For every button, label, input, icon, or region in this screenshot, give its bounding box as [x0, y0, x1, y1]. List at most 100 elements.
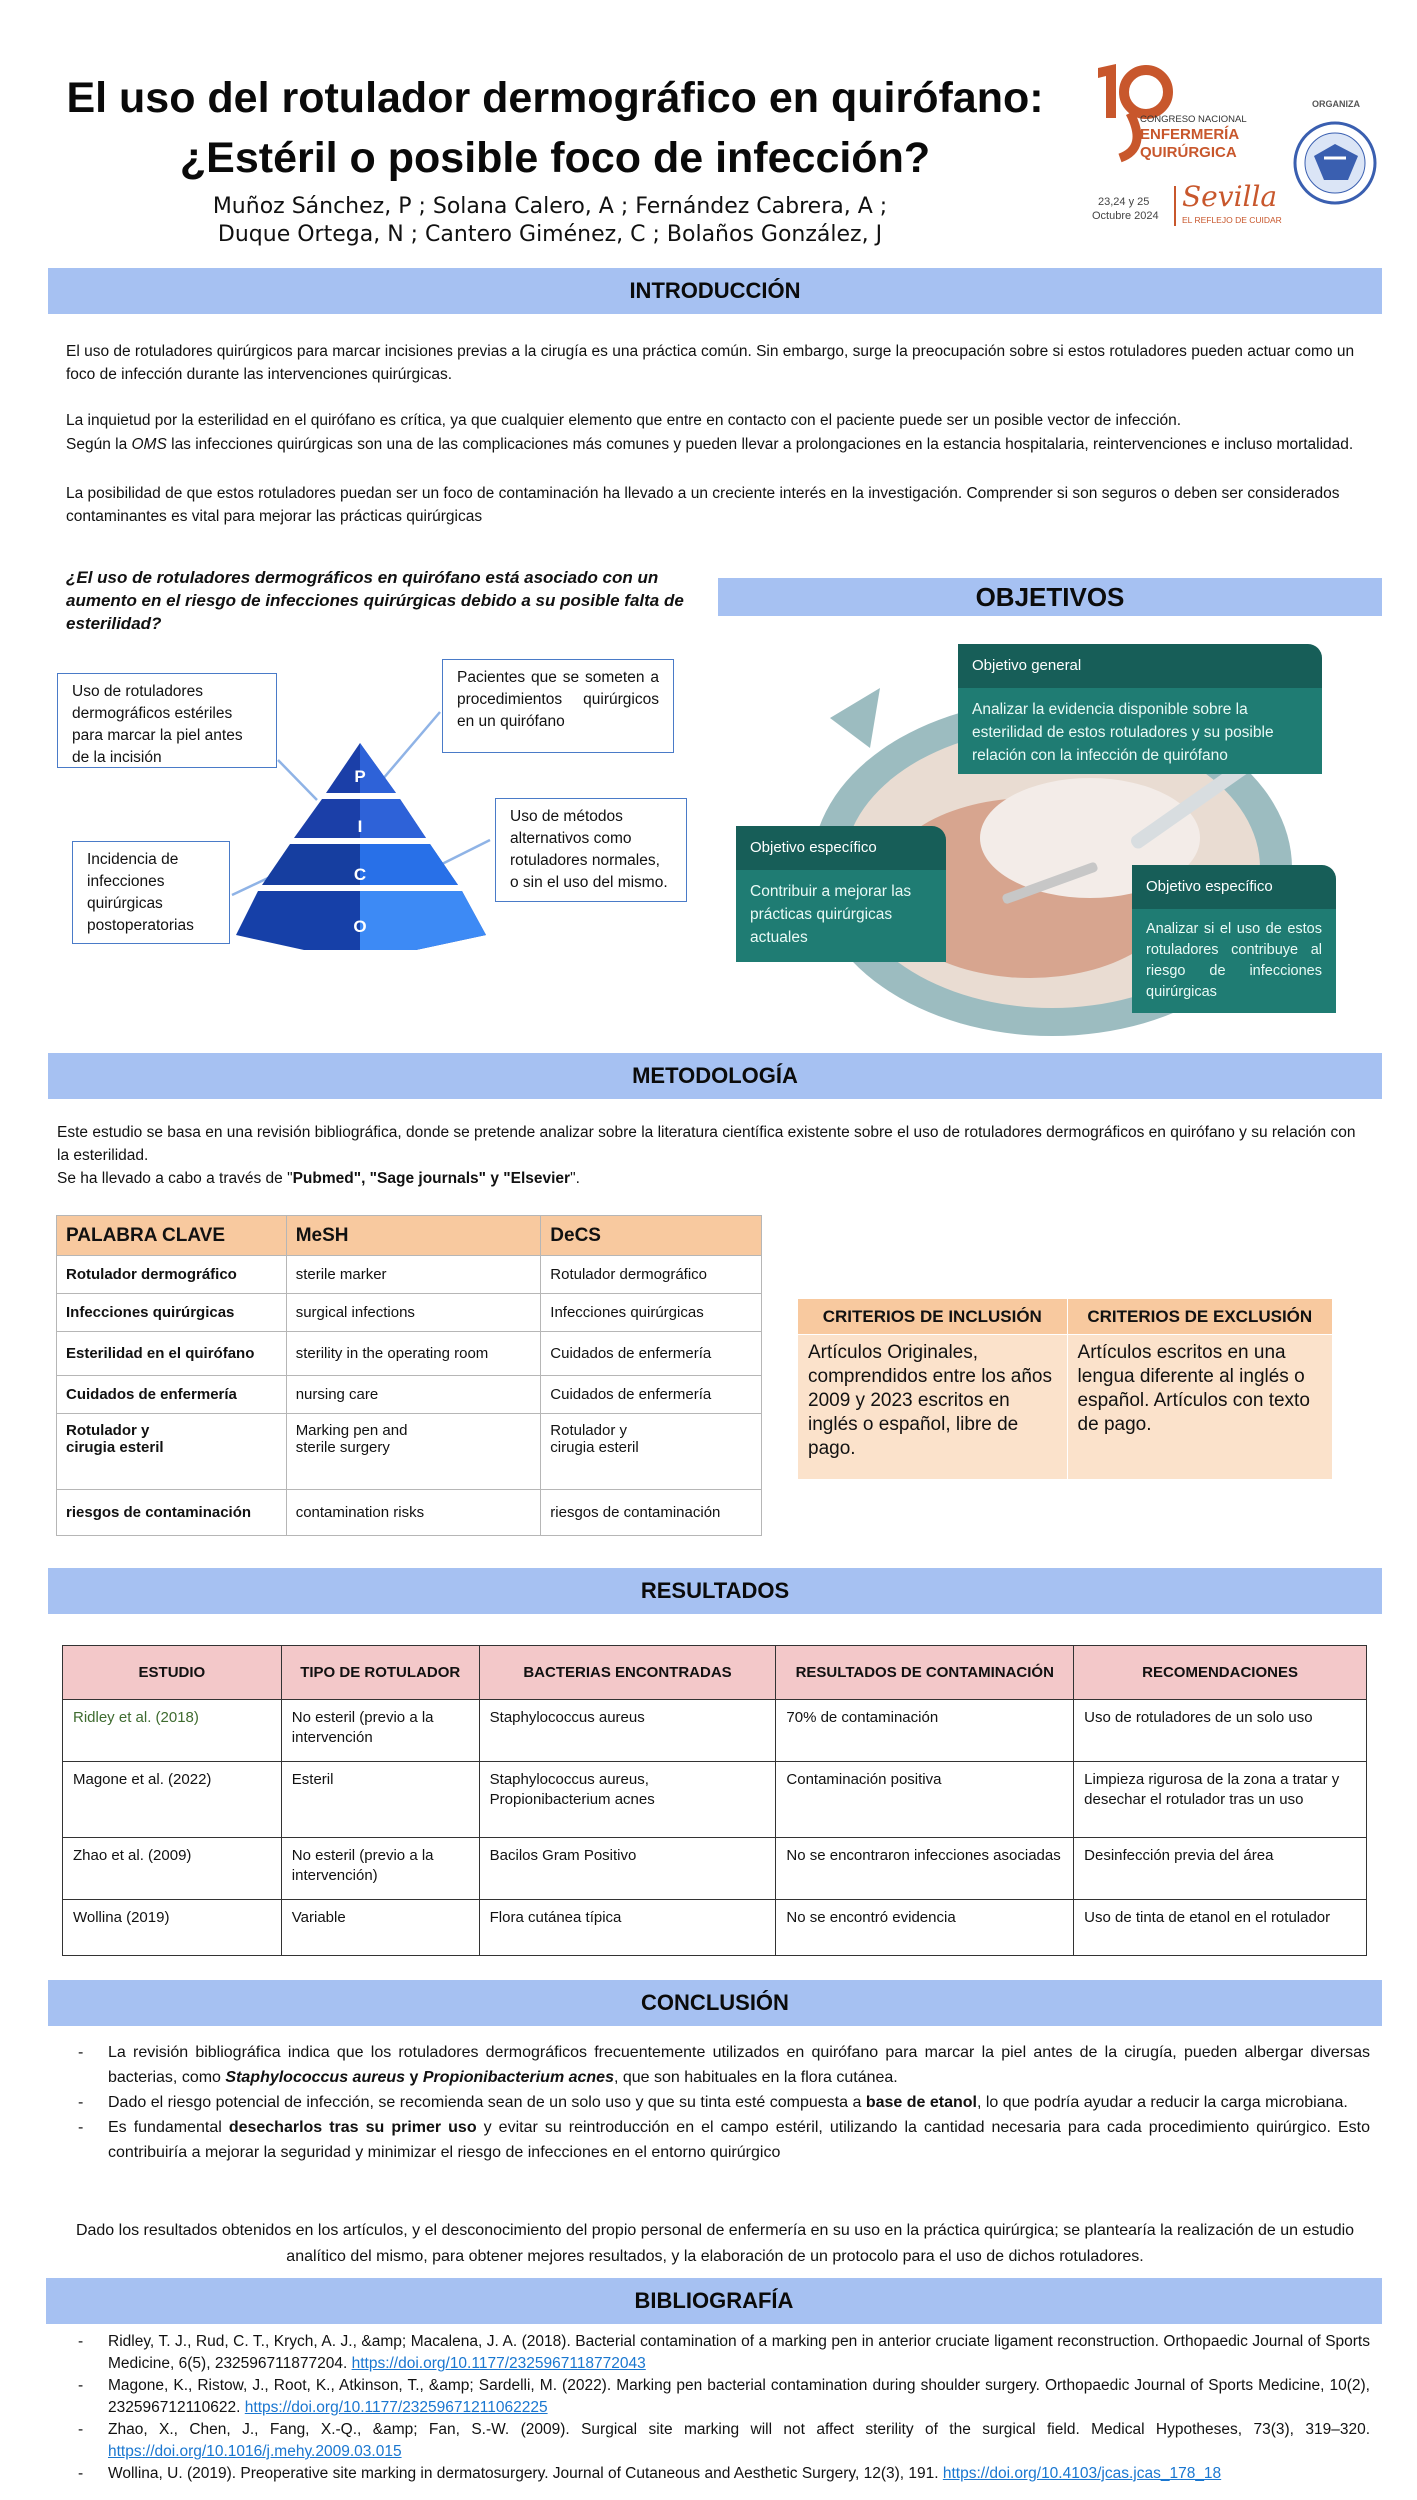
exclusion-criteria: Artículos escritos en una lengua diferen…: [1066, 1334, 1334, 1480]
table-row: Magone et al. (2022) Esteril Staphylococ…: [62, 1761, 1367, 1838]
objetivo-especifico-1-title: Objetivo específico: [736, 826, 946, 870]
objetivo-general-card: Objetivo general Analizar la evidencia d…: [958, 644, 1322, 774]
table-cell: Flora cutánea típica: [478, 1899, 777, 1956]
conclusion-b1-y: y: [405, 2069, 423, 2086]
table-row: Infecciones quirúrgicas surgical infecti…: [56, 1293, 762, 1332]
objetivo-general-text: Analizar la evidencia disponible sobre l…: [958, 688, 1322, 774]
table-cell: Esterilidad en el quirófano: [56, 1331, 287, 1376]
table-row: Zhao et al. (2009) No esteril (previo a …: [62, 1837, 1367, 1900]
objetivo-especifico-2-text: Analizar si el uso de estos rotuladores …: [1132, 909, 1336, 1013]
table-cell: Esteril: [280, 1761, 480, 1838]
congress-logo: CONGRESO NACIONAL ENFERMERÍA QUIRÚRGICA …: [1090, 58, 1290, 233]
logo-city: Sevilla: [1182, 180, 1278, 213]
title-line-2: ¿Estéril o posible foco de infección?: [179, 134, 931, 182]
congress-logo-graphic: [1098, 64, 1173, 163]
keywords-header-row: PALABRA CLAVE MeSH DeCS: [56, 1215, 762, 1256]
table-cell: Variable: [280, 1899, 480, 1956]
intro-text: El uso de rotuladores quirúrgicos para m…: [66, 340, 1356, 528]
authors: Muñoz Sánchez, P ; Solana Calero, A ; Fe…: [150, 193, 950, 249]
table-cell: Cuidados de enfermería: [540, 1375, 762, 1414]
criteria-table: CRITERIOS DE INCLUSIÓN CRITERIOS DE EXCL…: [797, 1298, 1334, 1480]
table-cell: Bacilos Gram Positivo: [478, 1837, 777, 1900]
conclusion-b1-propioni: Propionibacterium acnes: [422, 2069, 614, 2086]
reference-text: Magone, K., Ristow, J., Root, K., Atkins…: [108, 2377, 1370, 2416]
reference-text: Wollina, U. (2019). Preoperative site ma…: [108, 2465, 943, 2482]
metodologia-p2-c: ".: [570, 1170, 580, 1187]
table-cell: Zhao et al. (2009): [62, 1837, 282, 1900]
list-item: Dado el riesgo potencial de infección, s…: [66, 2090, 1370, 2115]
pico-o-box: Incidencia de infecciones quirúrgicas po…: [72, 841, 230, 944]
table-cell: Rotulador dermográfico: [56, 1255, 287, 1294]
table-cell: Contaminación positiva: [775, 1761, 1075, 1838]
metodologia-text: Este estudio se basa en una revisión bib…: [57, 1121, 1367, 1190]
reference-link[interactable]: https://doi.org/10.1177/2325967118772043: [351, 2355, 646, 2372]
logo-slogan: EL REFLEJO DE CUIDAR: [1182, 215, 1282, 225]
criteria-header-exclusion: CRITERIOS DE EXCLUSIÓN: [1066, 1298, 1334, 1335]
table-cell: No esteril (previo a la intervención: [280, 1699, 480, 1762]
metodologia-p2: Se ha llevado a cabo a través de "Pubmed…: [57, 1167, 1367, 1190]
section-bibliografia-heading: BIBLIOGRAFÍA: [46, 2278, 1382, 2324]
logo-dates: 23,24 y 25: [1098, 196, 1150, 208]
section-conclusion-heading: CONCLUSIÓN: [48, 1980, 1382, 2026]
section-resultados-heading: RESULTADOS: [48, 1568, 1382, 1614]
keywords-table: PALABRA CLAVE MeSH DeCS Rotulador dermog…: [56, 1215, 762, 1536]
logo-line-2: ENFERMERÍA: [1140, 126, 1240, 143]
criteria-row: Artículos Originales, comprendidos entre…: [797, 1334, 1334, 1480]
table-cell: Marking pen and sterile surgery: [285, 1413, 542, 1490]
pico-letter-o: O: [353, 917, 367, 936]
objetivo-especifico-2-card: Objetivo específico Analizar si el uso d…: [1132, 865, 1336, 1013]
results-header-resultados: RESULTADOS DE CONTAMINACIÓN: [775, 1645, 1075, 1700]
results-header-estudio: ESTUDIO: [62, 1645, 282, 1700]
authors-line-2: Duque Ortega, N ; Cantero Giménez, C ; B…: [217, 222, 883, 247]
table-row: Rotulador y cirugia esteril Marking pen …: [56, 1413, 762, 1490]
table-cell: riesgos de contaminación: [540, 1489, 762, 1536]
table-cell: contamination risks: [285, 1489, 542, 1536]
intro-p3-c: las infecciones quirúrgicas son una de l…: [166, 436, 1354, 453]
table-cell: Staphylococcus aureus, Propionibacterium…: [478, 1761, 777, 1838]
inclusion-criteria: Artículos Originales, comprendidos entre…: [797, 1334, 1068, 1480]
table-cell: Rotulador y cirugia esteril: [56, 1413, 287, 1490]
table-cell: Cuidados de enfermería: [540, 1331, 762, 1376]
table-cell: sterility in the operating room: [285, 1331, 542, 1376]
metodologia-p2-a: Se ha llevado a cabo a través de ": [57, 1170, 293, 1187]
table-row: Esterilidad en el quirófano sterility in…: [56, 1331, 762, 1376]
table-cell: Rotulador dermográfico: [540, 1255, 762, 1294]
reference-text: Ridley, T. J., Rud, C. T., Krych, A. J.,…: [108, 2333, 1370, 2372]
list-item: Es fundamental desecharlos tras su prime…: [66, 2115, 1370, 2165]
table-cell: nursing care: [285, 1375, 542, 1414]
table-cell: Magone et al. (2022): [62, 1761, 282, 1838]
conclusion-b3-c: y evitar su reintroducción en el campo e…: [108, 2119, 1370, 2161]
conclusion-b1-a: La revisión bibliográfica indica que los…: [108, 2044, 1370, 2086]
reference-link[interactable]: https://doi.org/10.4103/jcas.jcas_178_18: [942, 2465, 1222, 2482]
list-item: Ridley, T. J., Rud, C. T., Krych, A. J.,…: [66, 2331, 1370, 2375]
criteria-header-inclusion: CRITERIOS DE INCLUSIÓN: [797, 1298, 1068, 1335]
results-header-bacterias: BACTERIAS ENCONTRADAS: [478, 1645, 777, 1700]
keywords-header-mesh: MeSH: [285, 1215, 542, 1256]
conclusion-final: Dado los resultados obtenidos en los art…: [75, 2222, 1355, 2265]
table-cell: No esteril (previo a la intervención): [280, 1837, 480, 1900]
table-cell: sterile marker: [285, 1255, 542, 1294]
organizer-logo-graphic: [1293, 121, 1377, 205]
poster-title: El uso del rotulador dermográfico en qui…: [40, 68, 1070, 188]
pico-p-box: Pacientes que se someten a procedimiento…: [442, 659, 674, 753]
table-cell: Rotulador y cirugia esteril: [540, 1413, 762, 1490]
conclusion-b3-a: Es fundamental: [108, 2119, 229, 2136]
organiza-label: ORGANIZA: [1312, 99, 1360, 109]
results-header-tipo: TIPO DE ROTULADOR: [280, 1645, 480, 1700]
table-cell: Staphylococcus aureus: [478, 1699, 777, 1762]
table-cell: Desinfección previa del área: [1073, 1837, 1367, 1900]
reference-link[interactable]: https://doi.org/10.1016/j.mehy.2009.03.0…: [108, 2443, 402, 2460]
keywords-header-decs: DeCS: [540, 1215, 762, 1256]
reference-text: Zhao, X., Chen, J., Fang, X.-Q., &amp; F…: [108, 2421, 1370, 2438]
list-item: Magone, K., Ristow, J., Root, K., Atkins…: [66, 2375, 1370, 2419]
intro-p1: El uso de rotuladores quirúrgicos para m…: [66, 343, 1355, 383]
reference-link[interactable]: https://doi.org/10.1177/2325967121106222…: [244, 2399, 548, 2416]
objetivo-general-title: Objetivo general: [958, 644, 1322, 688]
pico-i-box: Uso de rotuladores dermográficos estéril…: [57, 673, 277, 768]
table-cell: Uso de rotuladores de un solo uso: [1073, 1699, 1367, 1762]
list-item: Wollina, U. (2019). Preoperative site ma…: [66, 2463, 1370, 2485]
section-objetivos-heading: OBJETIVOS: [718, 578, 1382, 616]
intro-p3-a: Según la: [66, 436, 132, 453]
logo-month: Octubre 2024: [1092, 210, 1159, 222]
bibliography-list: Ridley, T. J., Rud, C. T., Krych, A. J.,…: [66, 2331, 1370, 2485]
